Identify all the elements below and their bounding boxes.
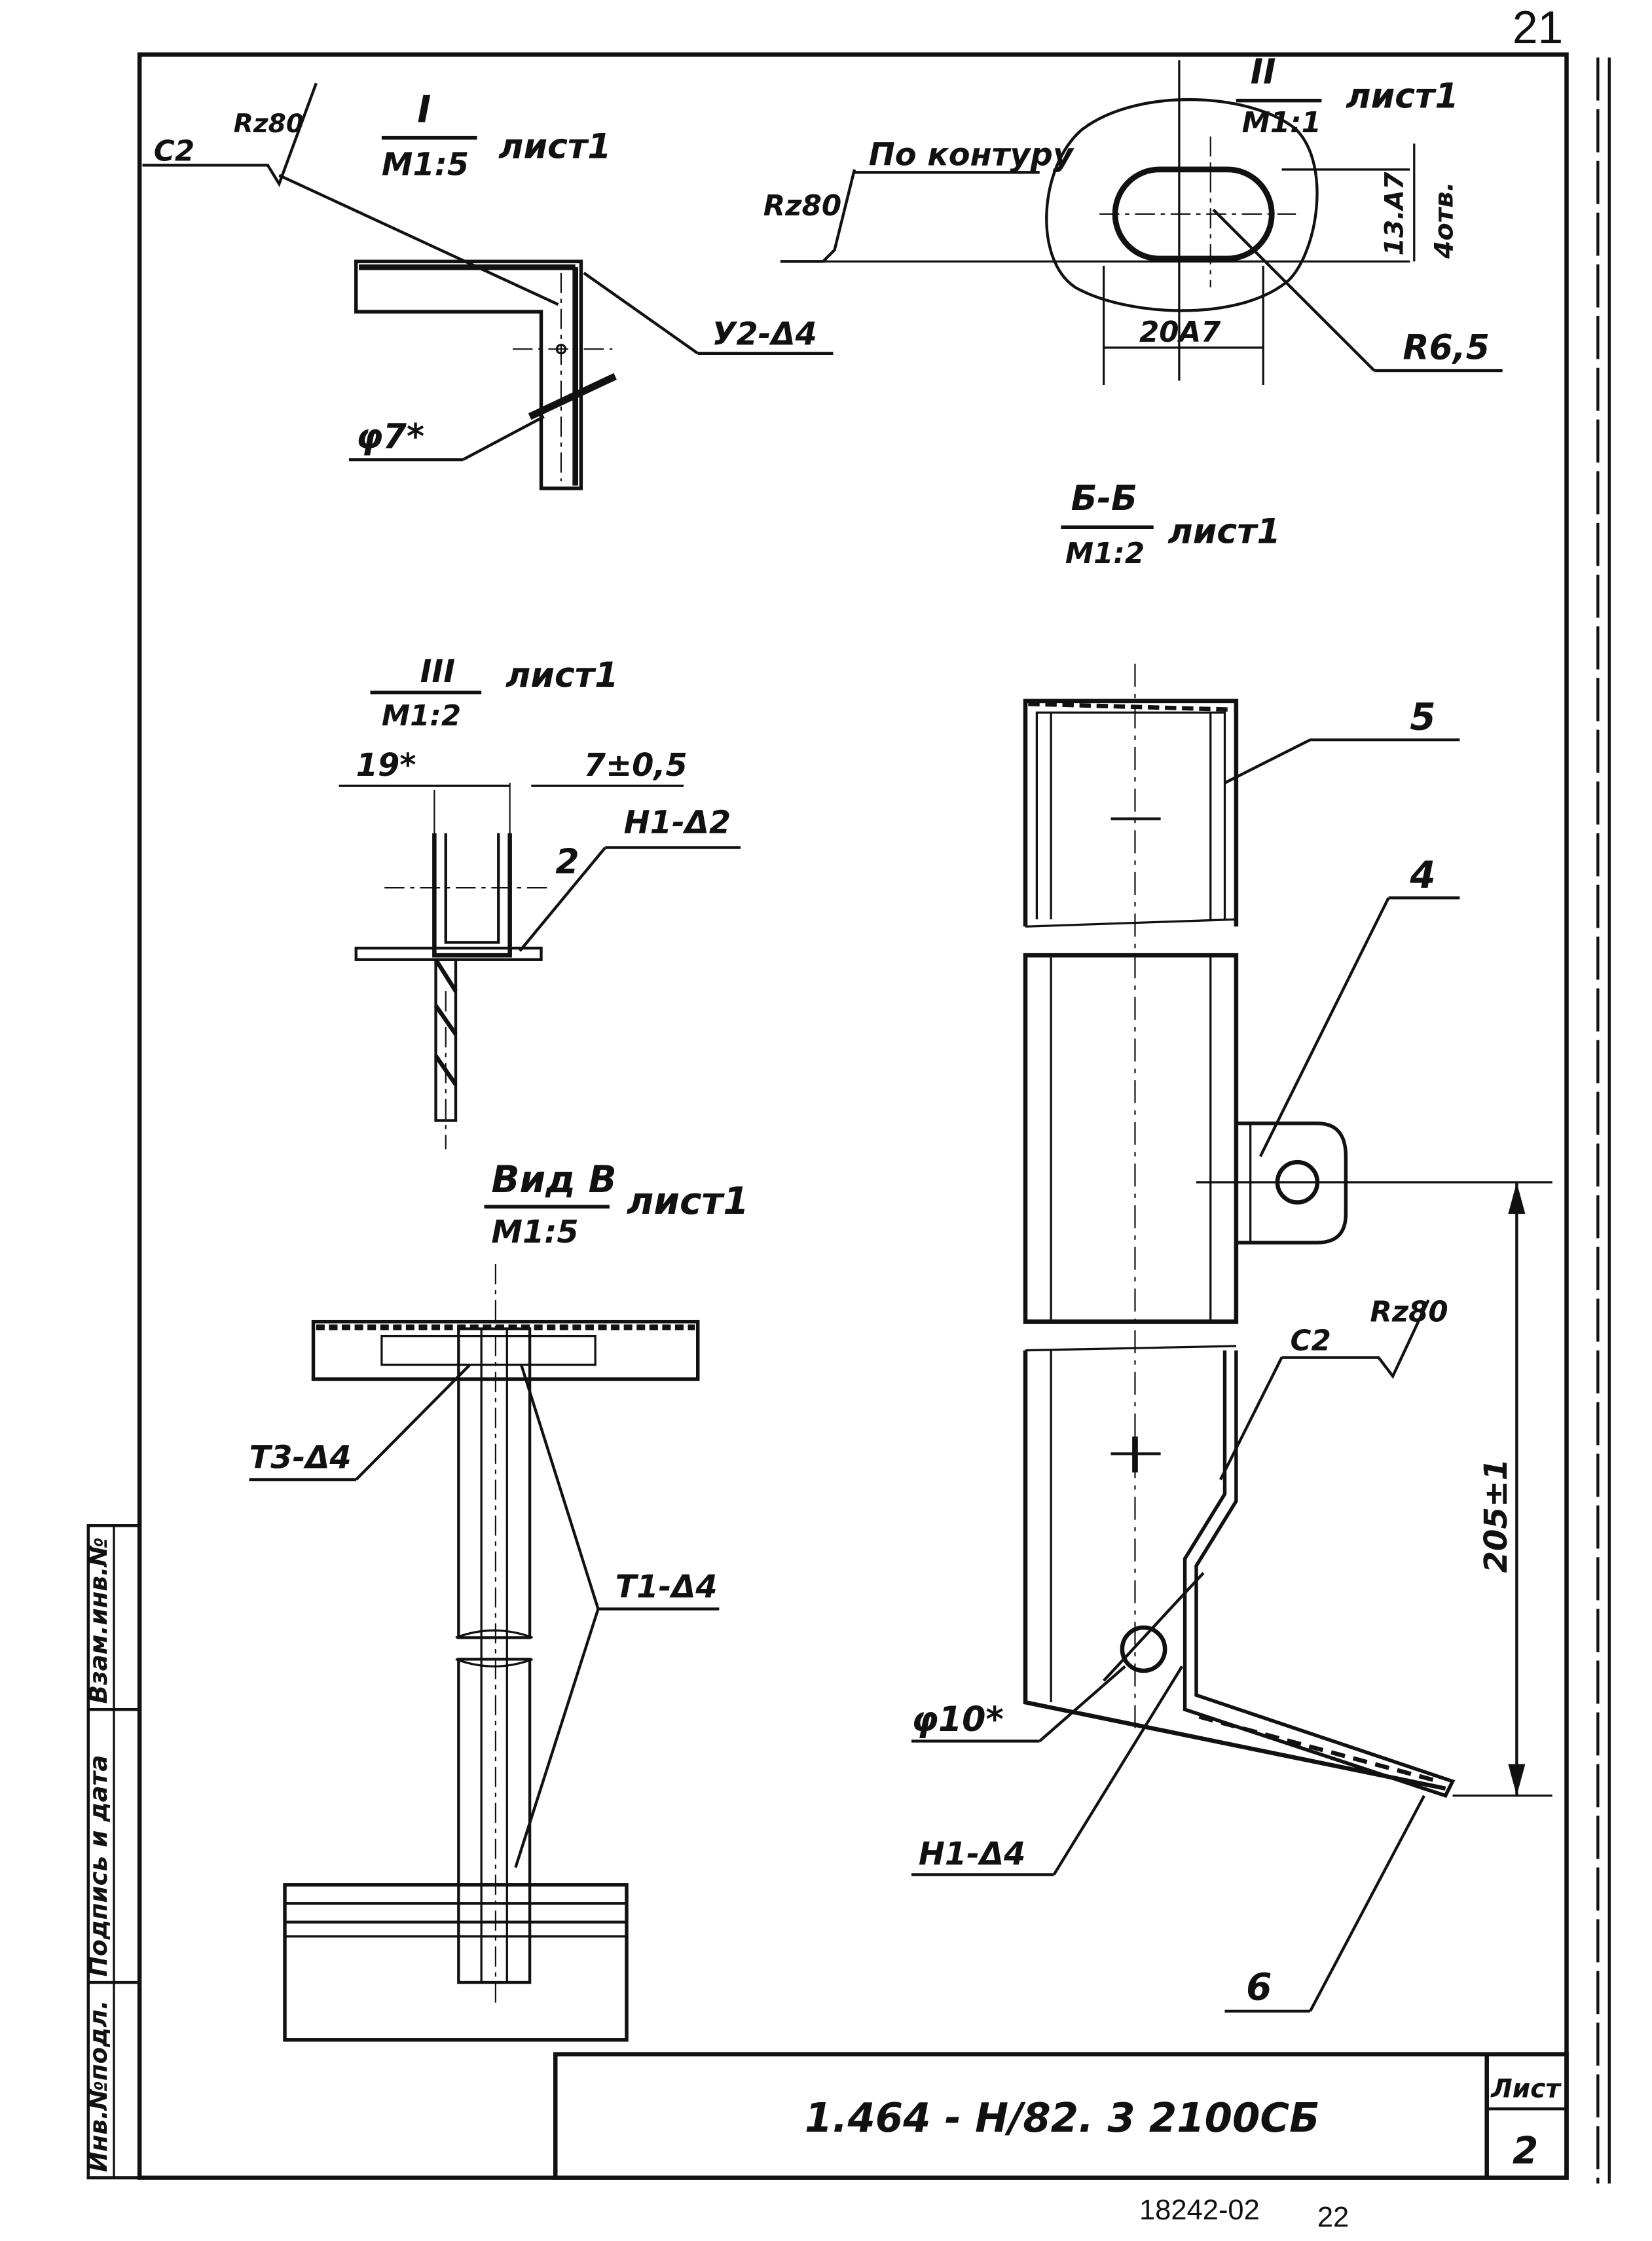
section-BB-weld: Н1-Δ4	[919, 1836, 1025, 1872]
view-III-sheet-ref: лист1	[505, 655, 618, 695]
view-B-title: Вид В	[491, 1158, 616, 1201]
view-I-roughness-prefix: С2	[154, 135, 194, 168]
view-I-label: I	[417, 88, 431, 131]
sheet-number: 2	[1513, 2129, 1538, 2172]
view-I-roughness: Rz80	[234, 109, 304, 139]
view-III: III М1:2 лист1 19* 7±0,5 2 Н1-Δ2	[339, 653, 741, 1150]
view-II-contour-note: По контуру	[869, 136, 1075, 173]
title-block: 1.464 - Н/82. 3 2100СБ Лист 2	[553, 2052, 1569, 2180]
section-BB-sheet-ref: лист1	[1168, 511, 1281, 551]
section-BB-scale: М1:2	[1065, 537, 1145, 570]
page-number-top: 21	[1513, 2, 1563, 53]
section-BB-callout-5: 5	[1410, 695, 1435, 738]
view-B-weld-right: Т1-Δ4	[615, 1569, 718, 1605]
view-III-label: III	[420, 653, 455, 690]
stamp-inv-no-orig: Инв.№подл.	[84, 2000, 113, 2172]
drawing-designation: 1.464 - Н/82. 3 2100СБ	[805, 2095, 1320, 2141]
stamp-signature-date: Подпись и дата	[84, 1755, 113, 1977]
section-BB-roughness-prefix: С2	[1291, 1324, 1331, 1357]
archive-number: 18242-02	[1139, 2194, 1260, 2226]
view-I-weld: У2-Δ4	[712, 316, 817, 352]
view-B-scale: М1:5	[491, 1214, 578, 1250]
view-II-label: II	[1251, 52, 1276, 92]
view-II-radius: R6,5	[1403, 327, 1490, 367]
section-BB-roughness: Rz80	[1370, 1296, 1448, 1329]
sheet-label: Лист	[1490, 2074, 1562, 2104]
view-I-sheet-ref: лист1	[498, 126, 611, 166]
section-BB-hole: φ10*	[911, 1700, 1004, 1740]
section-BB-title: Б-Б	[1071, 479, 1137, 519]
view-III-dim-right: 7±0,5	[584, 747, 688, 784]
section-BB: Б-Б М1:2 лист1 5	[911, 479, 1552, 2013]
view-II-sheet-ref: лист1	[1346, 76, 1458, 116]
view-II-dim-hole: 4отв.	[1430, 181, 1459, 259]
view-B-weld-left: Т3-Δ4	[249, 1439, 352, 1476]
view-III-dim-left: 19*	[356, 747, 416, 784]
view-I: I М1:5 лист1 Rz80 С2 У2-Δ4 φ7*	[142, 82, 834, 490]
view-III-weld: Н1-Δ2	[624, 804, 731, 841]
view-B: Вид В М1:5 лист1 Т3-Δ4 Т1-Δ4	[249, 1158, 749, 2042]
view-II-dim-height: 13.А7	[1380, 172, 1410, 256]
section-BB-dim-vertical: 205±1	[1478, 1459, 1514, 1573]
view-I-scale: М1:5	[382, 147, 469, 183]
view-III-scale: М1:2	[382, 699, 461, 733]
view-II-roughness: Rz80	[763, 189, 841, 223]
stamp-replaces-inv: Взам.инв.№	[84, 1537, 113, 1704]
view-B-sheet-ref: лист1	[627, 1180, 749, 1223]
page-number-bottom: 22	[1317, 2201, 1349, 2233]
view-II-scale: М1:1	[1242, 106, 1321, 139]
view-II: II М1:1 лист1 По контуру Rz80 13.А7 4отв…	[763, 52, 1503, 386]
section-BB-callout-4: 4	[1409, 854, 1435, 897]
side-stamp: Взам.инв.№ Подпись и дата Инв.№подл.	[84, 1524, 141, 2179]
view-III-callout: 2	[555, 842, 579, 882]
view-I-hole: φ7*	[356, 416, 424, 456]
section-BB-callout-6: 6	[1246, 1965, 1272, 2009]
view-II-dim-width: 20А7	[1139, 316, 1221, 349]
